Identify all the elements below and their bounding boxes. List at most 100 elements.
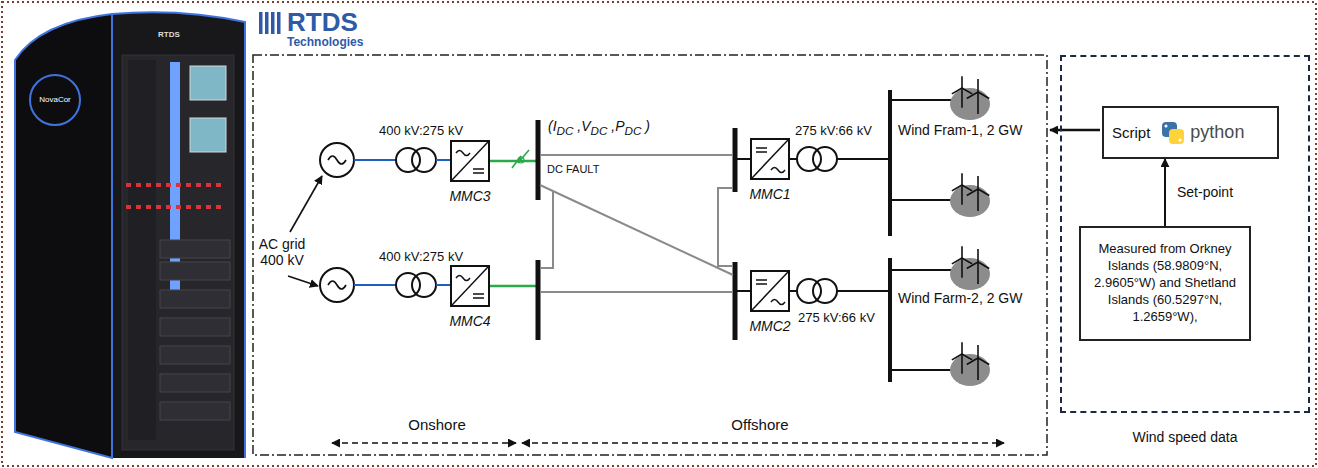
converter-box: MMC2 xyxy=(750,270,790,312)
turbine-tower xyxy=(977,189,979,211)
transformer-winding xyxy=(412,148,436,172)
led xyxy=(126,183,131,187)
cabinet-side xyxy=(15,14,112,458)
ac-line xyxy=(837,158,890,160)
turbine-blade xyxy=(977,79,979,92)
span-arrow xyxy=(522,442,1004,443)
led xyxy=(216,205,221,209)
feeder-line xyxy=(890,99,952,101)
turbine-blade xyxy=(967,262,978,269)
led xyxy=(126,205,131,209)
turbine-blade xyxy=(952,354,962,360)
rack-unit xyxy=(160,262,230,280)
cabinet-front xyxy=(112,12,245,458)
sine-wave xyxy=(328,156,346,164)
rack-panel xyxy=(122,55,234,450)
diagram-label: 275 kV:66 kV xyxy=(798,311,875,326)
dc-line xyxy=(737,290,750,292)
subscript: DC xyxy=(557,124,574,137)
ac-line xyxy=(354,159,396,161)
subscript: DC xyxy=(625,124,642,137)
converter-diagonal xyxy=(452,267,488,305)
led xyxy=(166,205,171,209)
fault-lightning xyxy=(512,150,529,168)
led xyxy=(176,205,181,209)
cabinet-glow xyxy=(112,12,245,458)
dc-bus-bar xyxy=(733,128,738,192)
dc-link-line xyxy=(490,160,538,163)
ac-source-symbol xyxy=(320,268,354,302)
ac-line xyxy=(354,284,396,286)
dc-cable xyxy=(540,185,733,275)
system-frame xyxy=(253,55,1047,455)
turbine-blade xyxy=(977,345,979,358)
turbine-blade xyxy=(967,358,978,365)
converter-box: MMC3 xyxy=(450,140,490,182)
dc-cable xyxy=(540,291,733,293)
diagram-label: 275 kV:66 kV xyxy=(795,124,872,139)
subscript: DC xyxy=(591,124,608,137)
ac-sign xyxy=(456,276,470,281)
logo-bar xyxy=(259,12,263,34)
dc-cable xyxy=(718,188,733,266)
led xyxy=(216,183,221,187)
converter-symbol xyxy=(452,267,488,305)
ac-sign xyxy=(771,300,785,305)
converter-box: MMC1 xyxy=(750,138,790,180)
dc-line xyxy=(737,158,750,160)
node-text: Measured from Orkney Islands (58.9809°N,… xyxy=(1087,241,1243,325)
diagram-label: 400 kV:275 kV xyxy=(379,124,463,139)
ac-line xyxy=(436,159,450,161)
dc-cable xyxy=(540,154,733,156)
turbine-tower xyxy=(961,185,963,205)
setpoint-arrow xyxy=(1050,129,1100,132)
diagram-label: AC grid 400 kV xyxy=(255,236,309,268)
wind-farm-site xyxy=(950,258,990,290)
turbine-tower xyxy=(977,262,979,284)
turbine-blade xyxy=(961,76,963,88)
rack-unit xyxy=(160,346,230,364)
turbine-tower xyxy=(977,358,979,380)
rack-rail xyxy=(128,60,156,440)
led xyxy=(136,205,141,209)
turbine-blade xyxy=(967,189,978,196)
transformer-winding xyxy=(813,147,837,171)
dc-bus-bar xyxy=(536,120,541,200)
wind-farm-site xyxy=(950,354,990,386)
dc-link-line xyxy=(490,285,538,288)
converter-name: MMC2 xyxy=(749,318,790,334)
sine-wave xyxy=(328,281,346,289)
led xyxy=(156,205,161,209)
setpoint-connector xyxy=(1164,159,1166,226)
simulator-cabinet xyxy=(15,12,245,458)
ac-source-symbol xyxy=(320,143,354,177)
diagram-label: NovaCor xyxy=(39,95,71,104)
led xyxy=(196,183,201,187)
feeder-line xyxy=(890,369,952,371)
text-run: ) xyxy=(641,118,650,134)
transformer-winding xyxy=(813,279,837,303)
node-text: python xyxy=(1190,122,1244,143)
fault-point xyxy=(518,157,524,163)
transformer-winding xyxy=(412,273,436,297)
turbine-tower xyxy=(961,258,963,278)
rack-unit xyxy=(160,374,230,392)
diagram-label: (IDC ,VDC ,PDC ) xyxy=(548,118,650,137)
diagram-label: RTDS xyxy=(287,8,358,38)
turbine-blade xyxy=(978,92,989,99)
screen xyxy=(190,118,226,152)
rack-unit xyxy=(160,240,230,258)
turbine-tower xyxy=(961,88,963,108)
data-source-group: Wind speed dataScriptpythonMeasured from… xyxy=(1060,55,1310,413)
turbine-blade xyxy=(962,185,972,191)
turbine-blade xyxy=(961,342,963,354)
ac-bus-bar xyxy=(888,258,892,382)
ac-line xyxy=(790,158,797,160)
wind-farm-site xyxy=(950,88,990,120)
turbine-blade xyxy=(952,88,962,94)
feeder-line xyxy=(890,199,952,201)
connector-label: Set-point xyxy=(1175,184,1235,200)
